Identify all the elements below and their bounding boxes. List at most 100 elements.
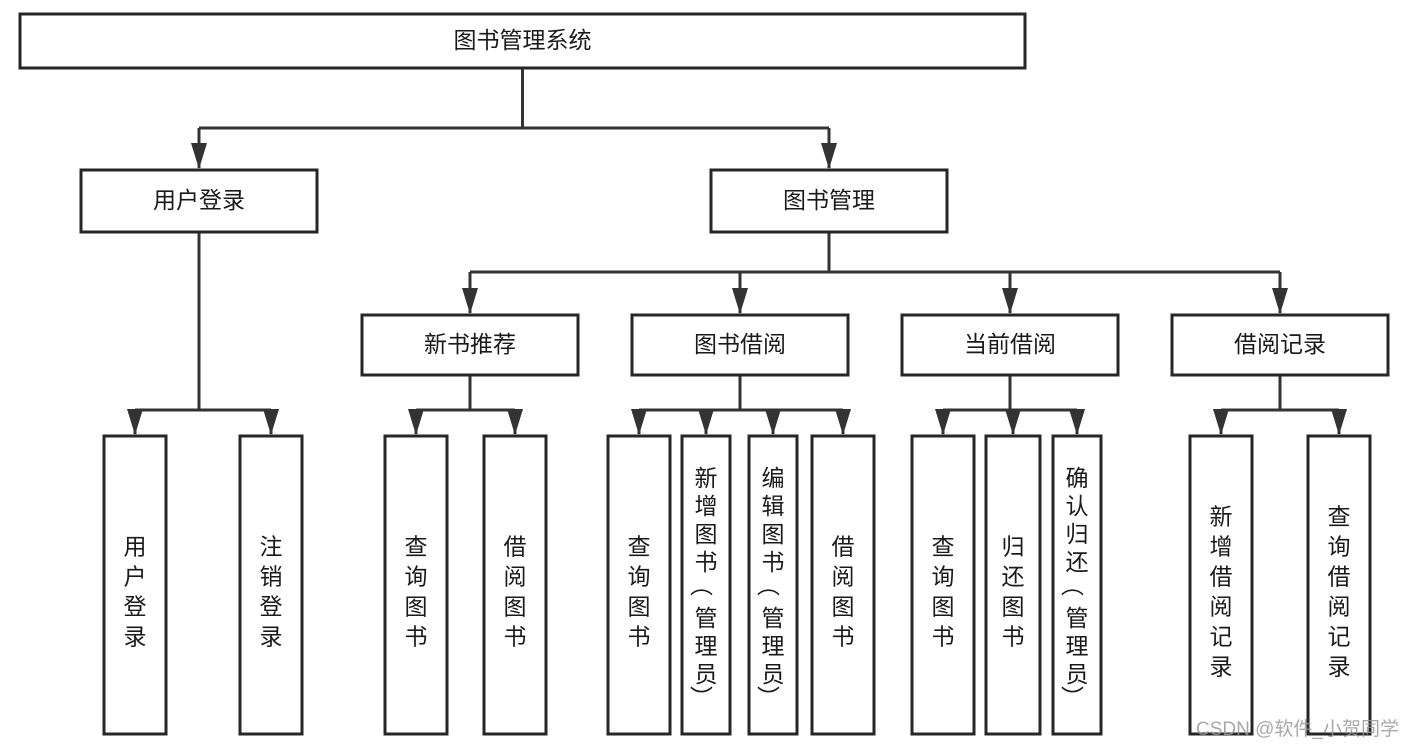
node-label-char: 图 xyxy=(932,593,955,619)
node-label-char: 询 xyxy=(628,563,651,589)
node-box[interactable] xyxy=(238,434,304,736)
arrow-head-icon xyxy=(631,409,647,435)
arrow-head-icon xyxy=(698,409,714,435)
node-label: 用户登录 xyxy=(153,187,245,213)
node-label-char: 登 xyxy=(260,593,283,619)
node-l2-2[interactable]: 当前借阅 xyxy=(900,313,1120,377)
arrow-head-icon xyxy=(507,409,523,435)
node-label-char: 录 xyxy=(1328,653,1351,679)
node-label: 图书管理 xyxy=(783,187,875,213)
node-label-char: 管 xyxy=(695,605,718,631)
node-box[interactable] xyxy=(1306,434,1372,736)
node-box[interactable] xyxy=(630,313,850,377)
node-label: 新书推荐 xyxy=(424,331,516,357)
node-box[interactable] xyxy=(984,434,1042,736)
node-label-char: 登 xyxy=(124,593,147,619)
node-label-char: 确 xyxy=(1066,465,1089,491)
node-label-char: 图 xyxy=(628,593,651,619)
node-label-char: 书 xyxy=(932,623,955,649)
node-leaf-0[interactable]: 用户登录 xyxy=(102,434,168,736)
node-label-char: 录 xyxy=(260,623,283,649)
node-label-char: 编 xyxy=(762,465,785,491)
arrow-head-icon xyxy=(1272,288,1288,314)
node-box[interactable] xyxy=(79,168,319,234)
node-box[interactable] xyxy=(810,434,876,736)
node-label-char: （ xyxy=(755,573,781,596)
node-label-char: 书 xyxy=(762,549,785,575)
node-label-char: 还 xyxy=(1002,563,1025,589)
node-label-char: 阅 xyxy=(832,563,855,589)
node-box[interactable] xyxy=(18,12,1027,70)
node-label-char: 借 xyxy=(1210,563,1233,589)
node-label-char: 认 xyxy=(1066,493,1089,519)
node-box[interactable] xyxy=(1188,434,1254,736)
node-box[interactable] xyxy=(482,434,548,736)
node-box[interactable] xyxy=(747,434,799,736)
node-label-char: 理 xyxy=(1066,633,1089,659)
node-label-char: 录 xyxy=(124,623,147,649)
node-box[interactable] xyxy=(709,168,949,234)
node-l2-3[interactable]: 借阅记录 xyxy=(1170,313,1390,377)
node-label-char: （ xyxy=(1059,573,1085,596)
arrow-head-icon xyxy=(1331,409,1347,435)
node-box[interactable] xyxy=(910,434,976,736)
connector-layer xyxy=(127,68,1347,435)
node-label-char: 阅 xyxy=(1210,593,1233,619)
node-l2-0[interactable]: 新书推荐 xyxy=(360,313,580,377)
node-label-char: （ xyxy=(688,573,714,596)
arrow-head-icon xyxy=(732,288,748,314)
arrow-head-icon xyxy=(191,143,207,169)
node-label-char: 记 xyxy=(1328,623,1351,649)
node-box[interactable] xyxy=(1170,313,1390,377)
node-root-0[interactable]: 图书管理系统 xyxy=(18,12,1027,70)
node-label-char: 增 xyxy=(1210,533,1233,559)
node-label-char: ） xyxy=(755,685,781,708)
node-label-char: 记 xyxy=(1210,623,1233,649)
node-label-char: 借 xyxy=(504,533,527,559)
node-l1-0[interactable]: 用户登录 xyxy=(79,168,319,234)
node-box[interactable] xyxy=(383,434,449,736)
node-label-char: 借 xyxy=(832,533,855,559)
node-label-char: 查 xyxy=(1328,503,1351,529)
node-label: 图书借阅 xyxy=(694,331,786,357)
node-label-char: 借 xyxy=(1328,563,1351,589)
node-l1-1[interactable]: 图书管理 xyxy=(709,168,949,234)
node-l2-1[interactable]: 图书借阅 xyxy=(630,313,850,377)
node-box[interactable] xyxy=(900,313,1120,377)
node-box[interactable] xyxy=(360,313,580,377)
node-label-char: 理 xyxy=(762,633,785,659)
node-box[interactable] xyxy=(1051,434,1103,736)
node-label-char: 辑 xyxy=(762,493,785,519)
node-label-char: 管 xyxy=(1066,605,1089,631)
node-box[interactable] xyxy=(680,434,732,736)
node-box[interactable] xyxy=(102,434,168,736)
node-label-char: 销 xyxy=(260,563,283,589)
node-label-char: 理 xyxy=(695,633,718,659)
node-label-char: 书 xyxy=(695,549,718,575)
node-label-char: 查 xyxy=(628,533,651,559)
node-label-char: 员 xyxy=(762,661,785,687)
node-box[interactable] xyxy=(606,434,672,736)
node-label-char: ） xyxy=(688,685,714,708)
node-label: 借阅记录 xyxy=(1234,331,1326,357)
arrow-head-icon xyxy=(935,409,951,435)
node-label-char: 员 xyxy=(1066,661,1089,687)
node-label-char: 图 xyxy=(504,593,527,619)
node-label-char: 还 xyxy=(1066,549,1089,575)
node-label-char: 图 xyxy=(762,521,785,547)
node-label-char: 书 xyxy=(504,623,527,649)
arrow-head-icon xyxy=(1069,409,1085,435)
